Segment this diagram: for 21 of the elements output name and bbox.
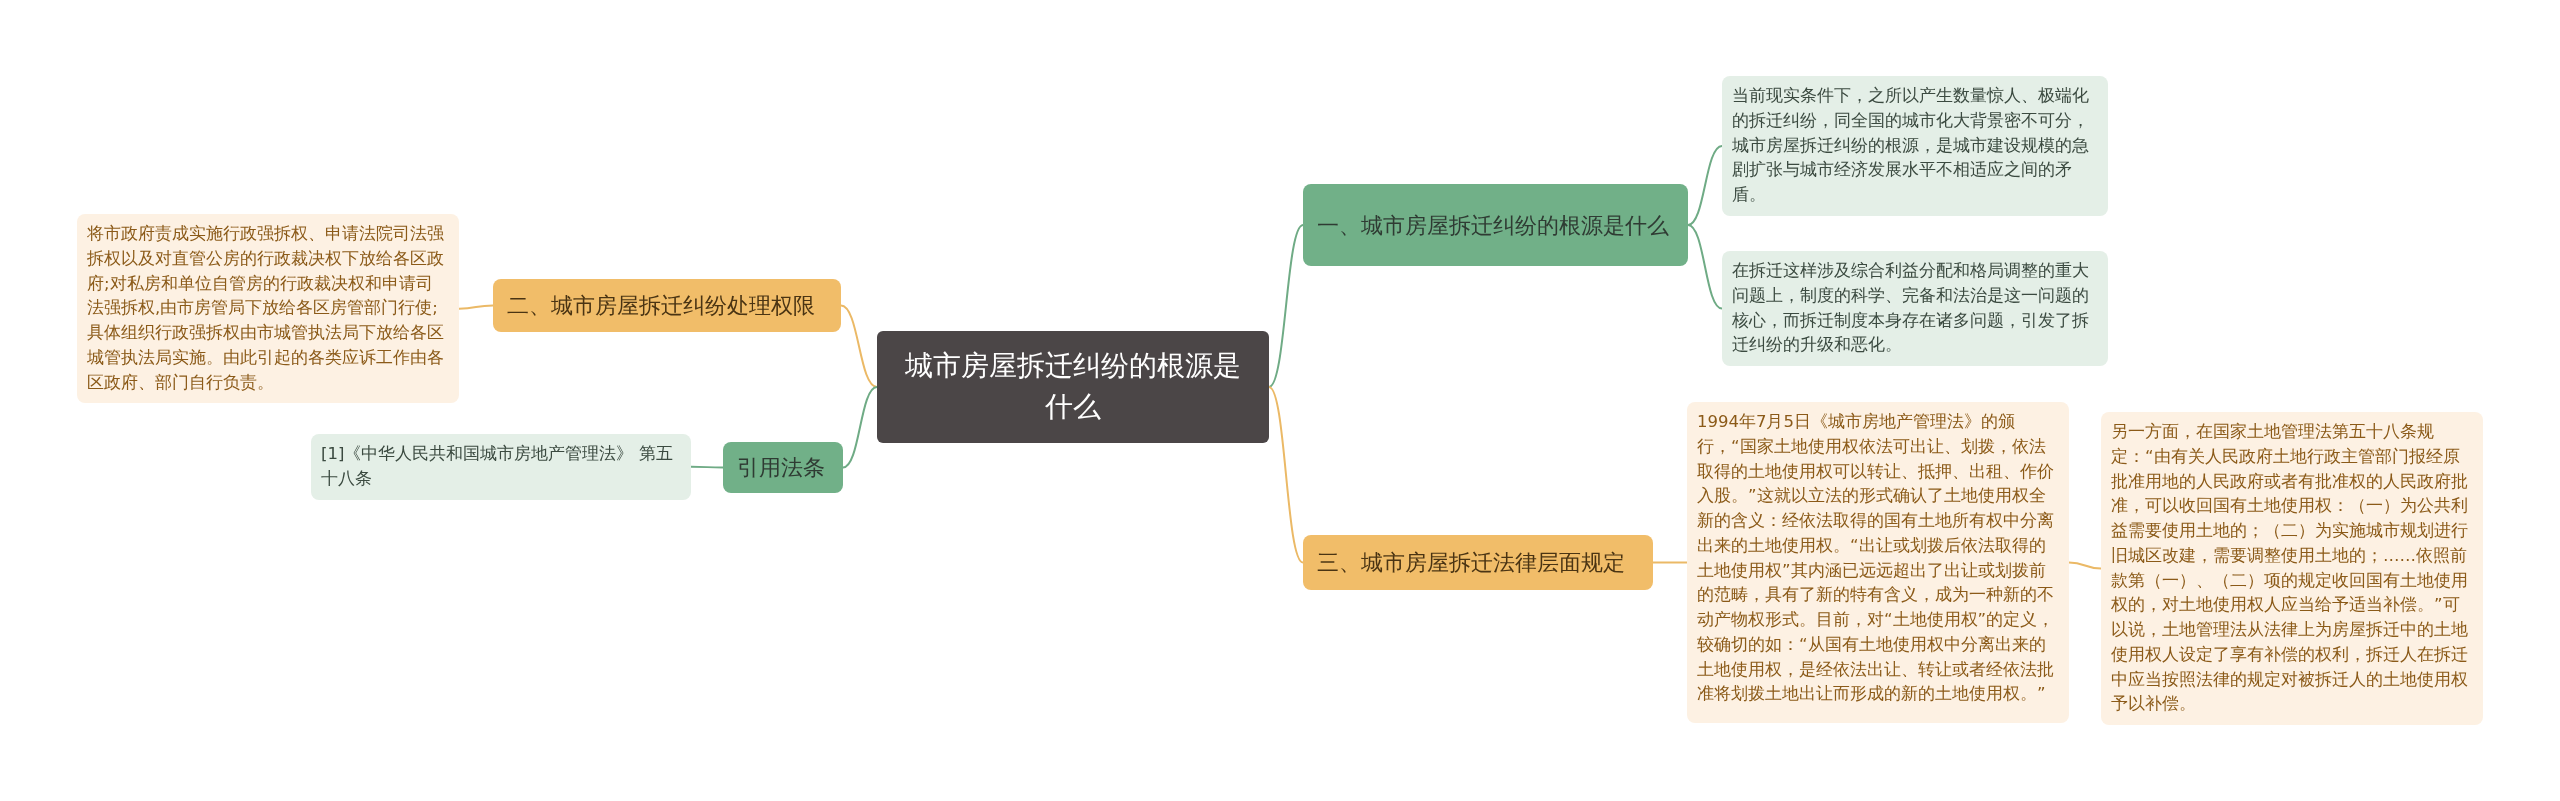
text-card: 当前现实条件下，之所以产生数量惊人、极端化的拆迁纠纷，同全国的城市化大背景密不可分，城市房屋拆迁纠纷的根源，是城市建设规模的急剧扩张与城市经济发展水平不相适应之间的矛盾。 <box>1722 76 2108 216</box>
text-card: 在拆迁这样涉及综合利益分配和格局调整的重大问题上，制度的科学、完备和法治是这一问题的核心，而拆迁制度本身存在诸多问题，引发了拆迁纠纷的升级和恶化。 <box>1722 251 2108 366</box>
topic-box: 三、城市房屋拆迁法律层面规定 <box>1303 535 1653 590</box>
connector-line <box>840 304 878 388</box>
reference-card: [1]《中华人民共和国城市房地产管理法》 第五十八条 <box>311 434 691 500</box>
connector-line <box>458 304 494 310</box>
text-card: 1994年7月5日《城市房地产管理法》的颁行，“国家土地使用权依法可出让、划拨，依法取得的土地使用权可以转让、抵押、出租、作价入股。”这就以立法的形式确认了土地使用权全新的含义：经依法取得的国有土地所有权中分离出来的土地使用权。“出让或划拨后依法取得的土地使用权”其内涵已远远超出了出让或划拨前的范畴，具有了新的特有含义，成为一种新的不动产物权形式。目前，对“土地使用权”的定义，较确切的如：“从国有土地使用权中分离出来的土地使用权，是经依法出让、转让或者经依法批准将划拨土地出让而形成的新的土地使用权。” <box>1687 402 2069 723</box>
connector-line <box>2068 561 2102 570</box>
text-card: 另一方面，在国家土地管理法第五十八条规定：“由有关人民政府土地行政主管部门报经原批准用地的人民政府或者有批准权的人民政府批准，可以收回国有土地使用权：（一）为公共利益需要使用土地的；（二）为实施城市规划进行旧城区改建，需要调整使用土地的；……依照前款第（一）、（二）项的规定收回国有土地使用权的，对土地使用权人应当给予适当补偿。”可以说，土地管理法从法律上为房屋拆迁中的土地使用权人设定了享有补偿的权利，拆迁人在拆迁中应当按照法律的规定对被拆迁人的土地使用权予以补偿。 <box>2101 412 2483 725</box>
topic-box: 二、城市房屋拆迁纠纷处理权限 <box>493 279 841 332</box>
connector-line <box>1268 224 1304 388</box>
connector-line <box>1268 386 1304 564</box>
connector-line <box>1652 561 1688 564</box>
connector-line <box>842 386 878 469</box>
topic-box: 引用法条 <box>723 442 843 493</box>
connector-line <box>690 465 724 469</box>
connector-line <box>1687 224 1723 310</box>
topic-box: 一、城市房屋拆迁纠纷的根源是什么 <box>1303 184 1688 266</box>
central-topic-box: 城市房屋拆迁纠纷的根源是什么 <box>877 331 1269 443</box>
text-card: 将市政府责成实施行政强拆权、申请法院司法强拆权以及对直管公房的行政裁决权下放给各区政府;对私房和单位自管房的行政裁决权和申请司法强拆权,由市房管局下放给各区房管部门行使;具体组织行政强拆权由市城管执法局下放给各区城管执法局实施。由此引起的各类应诉工作由各区政府、部门自行负责。 <box>77 214 459 404</box>
connector-line <box>1687 144 1723 226</box>
